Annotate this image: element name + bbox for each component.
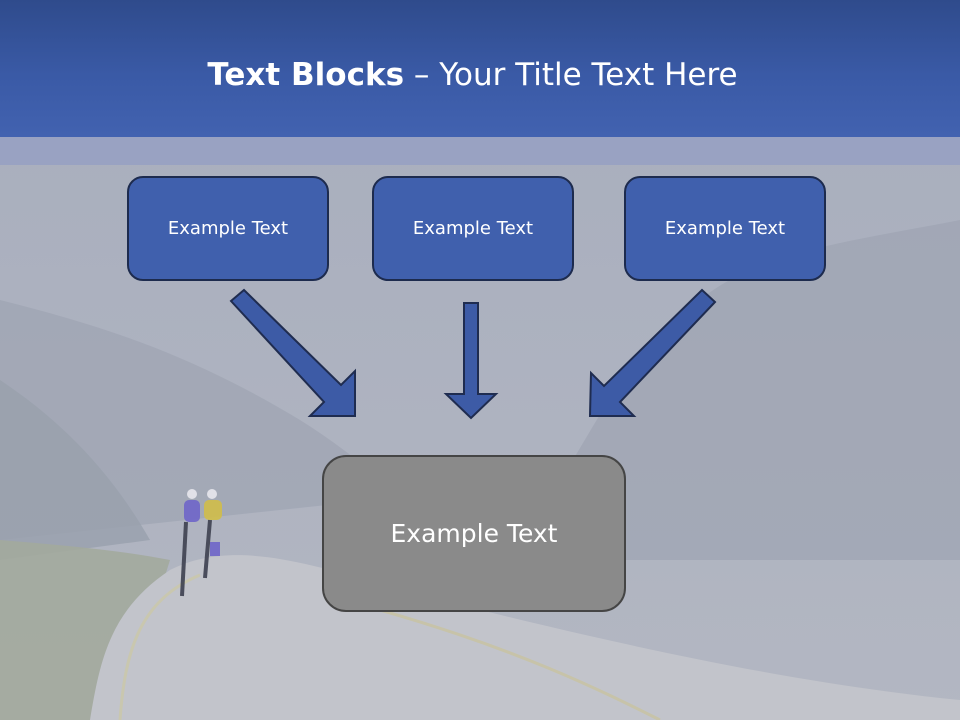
text-block-2: Example Text	[372, 176, 574, 281]
header-band	[0, 137, 960, 165]
arrow-right-diagonal	[588, 288, 717, 417]
result-text-block: Example Text	[322, 455, 626, 612]
title-bold-text: Text Blocks	[207, 57, 405, 93]
slide-title: Text Blocks – Your Title Text Here	[0, 55, 945, 95]
title-rest-text: Your Title Text Here	[439, 57, 738, 93]
title-dash: –	[404, 57, 440, 93]
text-block-1: Example Text	[127, 176, 329, 281]
text-block-3: Example Text	[624, 176, 826, 281]
arrow-center-down	[443, 302, 499, 420]
arrow-left-diagonal	[229, 288, 356, 417]
title-bar: Text Blocks – Your Title Text Here	[0, 0, 960, 137]
cyclists-figure	[180, 489, 222, 597]
